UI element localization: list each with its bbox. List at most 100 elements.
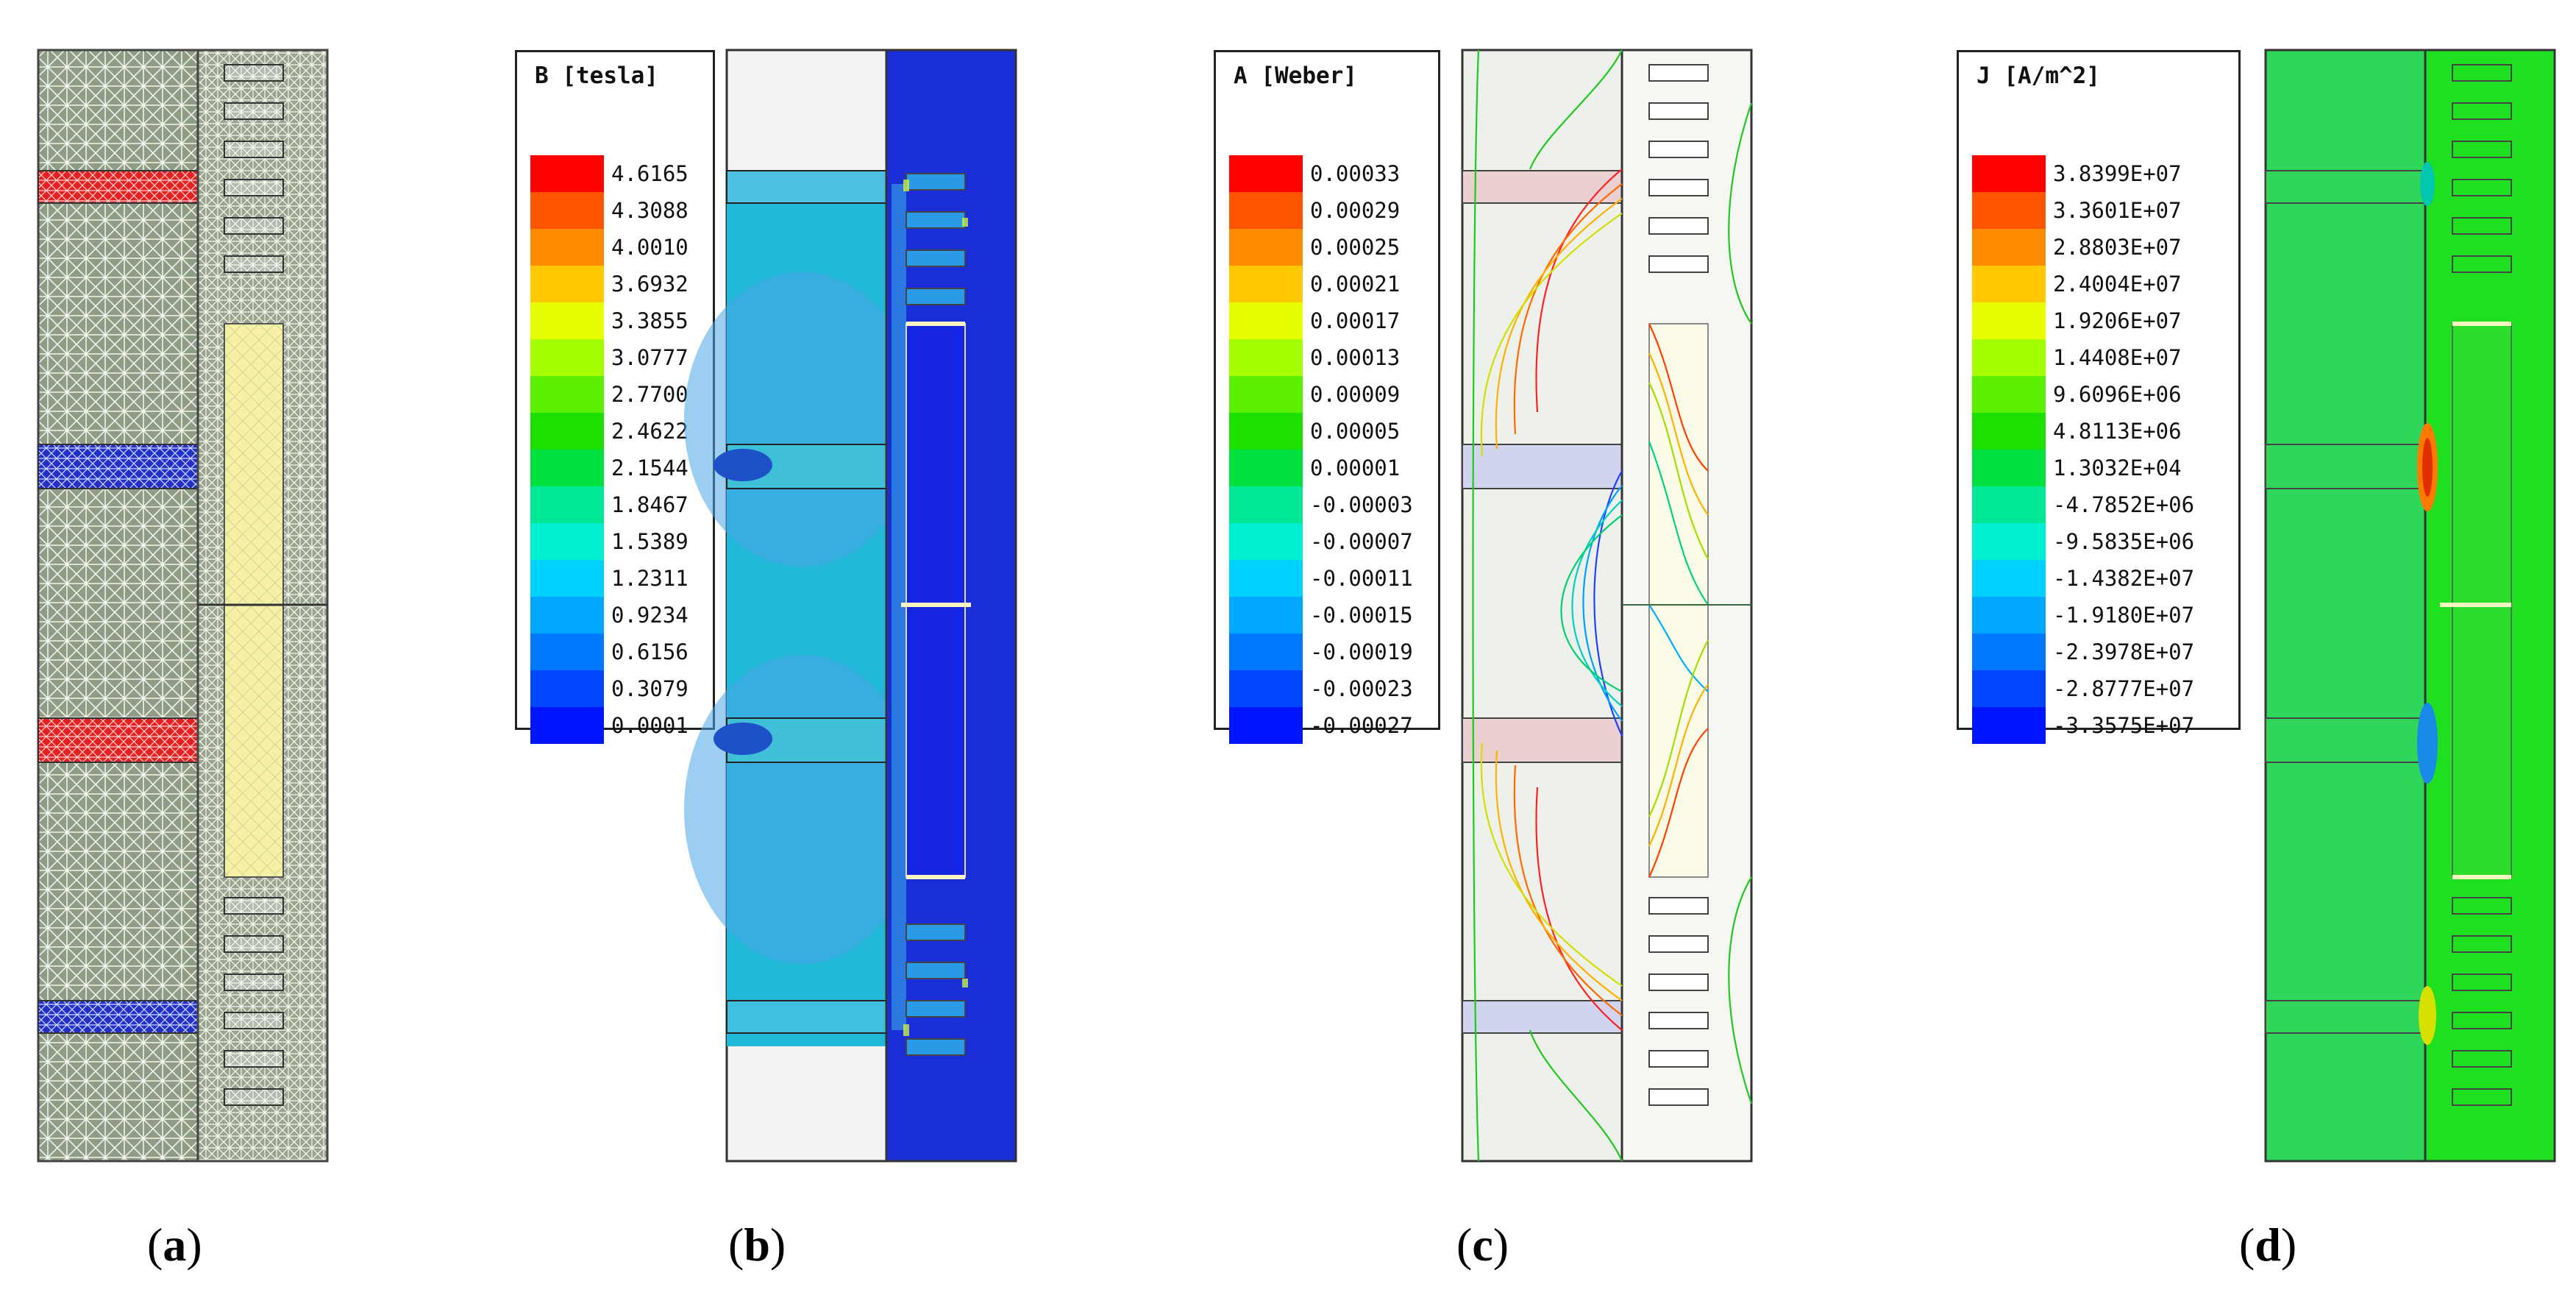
legend-row: 3.8399E+07	[1972, 155, 2182, 192]
legend-value: 1.3032E+04	[2053, 455, 2182, 480]
legend-swatch	[530, 450, 604, 486]
legend-row: -0.00015	[1229, 597, 1413, 634]
legend-row: 3.0777	[530, 339, 689, 376]
legend-swatch	[1229, 302, 1303, 339]
legend-value: -1.4382E+07	[2053, 566, 2195, 591]
legend-value: 0.00005	[1310, 419, 1401, 444]
legend-swatch	[1972, 192, 2046, 229]
legend-row: 1.8467	[530, 486, 689, 523]
legend-swatch	[1972, 634, 2046, 670]
legend-swatch	[1972, 266, 2046, 302]
legend-value: 3.3601E+07	[2053, 198, 2182, 223]
legend-value: 4.3088	[611, 198, 689, 223]
legend-swatch	[530, 486, 604, 523]
legend-swatch	[1229, 523, 1303, 560]
legend-value: 3.3855	[611, 308, 689, 333]
legend-swatch	[530, 229, 604, 266]
legend-row: -0.00003	[1229, 486, 1413, 523]
legend-swatch	[1972, 670, 2046, 707]
legend-value: 0.00009	[1310, 382, 1401, 407]
legend-value: 9.6096E+06	[2053, 382, 2182, 407]
legend-swatch	[1229, 155, 1303, 192]
legend-swatch	[1229, 486, 1303, 523]
legend-swatch	[530, 339, 604, 376]
panel-a: (a)	[0, 0, 736, 1309]
legend-value: 0.0001	[611, 713, 689, 738]
legend-row: 3.6932	[530, 266, 689, 302]
legend-swatch	[1229, 560, 1303, 597]
legend-swatch	[1972, 229, 2046, 266]
legend-swatch	[1972, 339, 2046, 376]
legend-swatch	[1229, 229, 1303, 266]
legend-swatch	[530, 192, 604, 229]
legend-swatch	[1229, 670, 1303, 707]
legend-row: 0.00017	[1229, 302, 1400, 339]
legend-row: -0.00027	[1229, 707, 1413, 744]
legend-title: J [A/m^2]	[1977, 63, 2100, 89]
legend-swatch	[530, 523, 604, 560]
legend-value: 4.0010	[611, 235, 689, 260]
legend-row: 0.6156	[530, 634, 689, 670]
legend-swatch	[1229, 707, 1303, 744]
legend-value: -0.00023	[1310, 676, 1413, 701]
legend-value: 4.8113E+06	[2053, 419, 2182, 444]
legend-swatch	[1229, 192, 1303, 229]
panel-caption: (a)	[147, 1218, 202, 1271]
flux-density-plot	[684, 49, 1017, 1163]
legend-row: 2.4004E+07	[1972, 266, 2182, 302]
legend-value: 0.00021	[1310, 272, 1401, 297]
panel-caption: (b)	[728, 1218, 786, 1271]
legend-swatch	[1972, 707, 2046, 744]
legend-row: -1.9180E+07	[1972, 597, 2194, 634]
legend-value: 1.4408E+07	[2053, 345, 2182, 370]
current-density-plot	[2264, 49, 2556, 1163]
legend-swatch	[1972, 302, 2046, 339]
legend-swatch	[1229, 413, 1303, 450]
legend-value: 4.6165	[611, 161, 689, 186]
legend-value: -4.7852E+06	[2053, 492, 2195, 517]
legend-value: 1.9206E+07	[2053, 308, 2182, 333]
legend-value: 2.8803E+07	[2053, 235, 2182, 260]
vector-potential-plot	[1461, 49, 1753, 1163]
legend-swatch	[1972, 560, 2046, 597]
legend-swatch	[530, 634, 604, 670]
legend-row: 4.0010	[530, 229, 689, 266]
legend-swatch	[530, 670, 604, 707]
legend-swatch	[1972, 486, 2046, 523]
legend-row: 0.00029	[1229, 192, 1400, 229]
legend-row: -1.4382E+07	[1972, 560, 2194, 597]
legend-value: 0.9234	[611, 603, 689, 628]
legend-row: -3.3575E+07	[1972, 707, 2194, 744]
legend-row: 0.00001	[1229, 450, 1400, 486]
legend-row: 0.00033	[1229, 155, 1400, 192]
legend-swatch	[530, 597, 604, 634]
legend-value: 0.00029	[1310, 198, 1401, 223]
legend-value: -0.00015	[1310, 603, 1413, 628]
legend-row: 1.9206E+07	[1972, 302, 2182, 339]
legend-value: -0.00027	[1310, 713, 1413, 738]
legend-row: -0.00023	[1229, 670, 1413, 707]
legend-swatch	[530, 155, 604, 192]
legend-row: 0.3079	[530, 670, 689, 707]
legend-value: -0.00007	[1310, 529, 1413, 554]
legend-swatch	[1229, 266, 1303, 302]
legend-swatch	[1972, 155, 2046, 192]
legend-row: -0.00007	[1229, 523, 1413, 560]
legend-row: 1.5389	[530, 523, 689, 560]
legend: J [A/m^2] 3.8399E+07 3.3601E+07 2.8803E+07…	[1957, 50, 2241, 744]
legend-swatch	[530, 560, 604, 597]
legend-value: 0.6156	[611, 639, 689, 664]
legend-swatch	[1972, 450, 2046, 486]
legend-row: 2.1544	[530, 450, 689, 486]
legend-row: 4.6165	[530, 155, 689, 192]
legend-swatch	[530, 302, 604, 339]
legend-value: 0.00025	[1310, 235, 1401, 260]
legend-value: 0.00033	[1310, 161, 1401, 186]
legend-row: 3.3855	[530, 302, 689, 339]
legend-row: -0.00019	[1229, 634, 1413, 670]
legend-value: -1.9180E+07	[2053, 603, 2195, 628]
legend-swatch	[1972, 413, 2046, 450]
